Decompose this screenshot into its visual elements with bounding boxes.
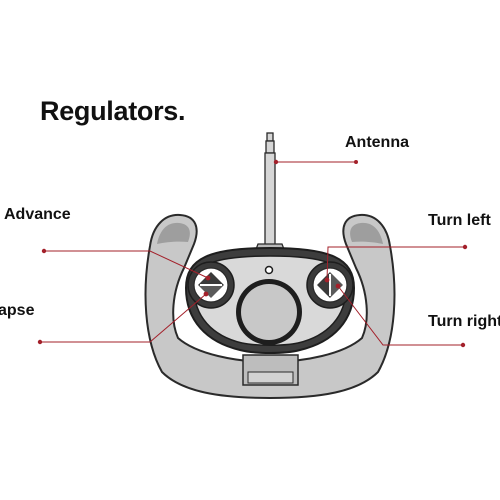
page-title: Regulators. xyxy=(40,96,186,126)
up-arrow-icon xyxy=(198,272,224,285)
lapse-leader xyxy=(40,293,207,343)
antenna-rod xyxy=(254,132,286,253)
turn-button[interactable] xyxy=(306,261,354,309)
down-arrow-icon xyxy=(198,285,224,298)
turn-left-leader xyxy=(326,246,465,281)
leader-lines xyxy=(37,159,468,348)
turn-right-label: Turn right xyxy=(428,313,500,330)
bottom-mount xyxy=(242,354,299,386)
advance-label: Advance xyxy=(4,206,71,223)
steering-wheel xyxy=(144,213,396,400)
advance-lapse-button[interactable] xyxy=(187,261,235,309)
advance-leader xyxy=(44,250,209,279)
lapse-label: apse xyxy=(0,302,35,319)
turn-left-label: Turn left xyxy=(428,212,491,229)
antenna-label: Antenna xyxy=(345,134,409,151)
turn-right-leader xyxy=(337,285,463,346)
